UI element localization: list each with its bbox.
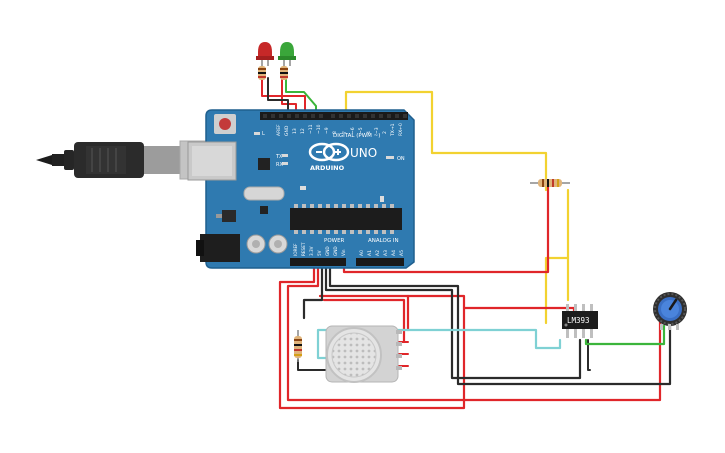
svg-text:5V: 5V	[317, 250, 322, 256]
wire-black-gnd1[interactable]	[324, 264, 582, 380]
svg-text:12: 12	[300, 128, 306, 134]
svg-text:3.3V: 3.3V	[309, 246, 314, 256]
resistor-led-red[interactable]	[258, 66, 266, 80]
wire-yellow-d7[interactable]	[344, 90, 570, 325]
gas-sensor-icon[interactable]	[325, 325, 402, 383]
svg-text:13: 13	[292, 128, 298, 134]
svg-text:GND: GND	[325, 246, 330, 256]
usb-controller-chip	[258, 158, 270, 170]
wire-green-led[interactable]	[285, 77, 317, 114]
led-l-label: L	[262, 131, 265, 137]
voltage-regulator	[222, 210, 236, 222]
wire-black-led[interactable]	[267, 77, 289, 114]
wire-red-led1[interactable]	[261, 79, 306, 114]
analog-header-label: ANALOG IN	[368, 238, 399, 244]
svg-text:A5: A5	[399, 250, 405, 256]
svg-text:A3: A3	[383, 250, 389, 256]
digital-pin-labels: AREF GND 13 12 ~11 ~10 ~9 8 7 ~6 ~5 4 ~3…	[276, 123, 404, 137]
led-on-label: ON	[397, 156, 405, 162]
svg-text:A4: A4	[391, 250, 397, 256]
led-green[interactable]	[278, 42, 296, 66]
svg-text:Vin: Vin	[341, 249, 346, 256]
wire-red-resistor[interactable]	[342, 181, 550, 274]
svg-text:7: 7	[342, 131, 348, 134]
wire-red-5v[interactable]	[278, 264, 466, 410]
pin-label-aref: AREF	[276, 124, 282, 136]
resistor-sensor[interactable]	[294, 330, 302, 362]
atmega-chip	[290, 208, 402, 230]
wire-red-sensor2[interactable]	[322, 298, 406, 344]
reset-button-icon[interactable]	[214, 114, 236, 134]
svg-text:~5: ~5	[358, 127, 364, 134]
arduino-uno-board[interactable]: AREF GND 13 12 ~11 ~10 ~9 8 7 ~6 ~5 4 ~3…	[187, 109, 415, 269]
svg-text:~10: ~10	[316, 124, 322, 134]
svg-text:IOREF: IOREF	[293, 243, 298, 256]
wire-black-resistor-low[interactable]	[297, 359, 327, 371]
svg-text:A1: A1	[367, 250, 373, 256]
resistor-pullup[interactable]	[530, 179, 570, 187]
led-tx-label: TX	[275, 154, 283, 160]
svg-text:~6: ~6	[350, 127, 356, 134]
power-pin-labels: IOREF RESET 3.3V 5V GND GND Vin	[293, 242, 346, 256]
svg-text:4: 4	[366, 131, 372, 134]
potentiometer-knob-icon[interactable]	[653, 292, 687, 330]
svg-text:RESET: RESET	[301, 242, 306, 256]
svg-text:~3: ~3	[374, 127, 380, 134]
comparator-lm393[interactable]: LM393	[562, 304, 598, 338]
wire-black-comp[interactable]	[587, 339, 591, 371]
analog-header[interactable]	[356, 258, 404, 266]
led-rx-label: RX	[276, 162, 283, 168]
svg-text:A0: A0	[359, 250, 365, 256]
led-red[interactable]	[256, 42, 274, 66]
board-brand-label: ARDUINO	[310, 164, 345, 172]
svg-text:TX→1: TX→1	[390, 123, 396, 137]
digital-header-label: DIGITAL (PWM ~)	[333, 133, 380, 139]
wire-green-pot[interactable]	[584, 324, 666, 346]
svg-text:~11: ~11	[308, 124, 314, 134]
wire-red-vcc[interactable]	[462, 306, 576, 318]
wire-red-sensor1[interactable]	[318, 294, 410, 332]
power-header[interactable]	[290, 258, 346, 266]
wire-black-sensor[interactable]	[302, 264, 324, 320]
resistor-led-green[interactable]	[280, 66, 288, 80]
svg-text:8: 8	[332, 131, 338, 134]
svg-text:A2: A2	[375, 250, 381, 256]
svg-text:RX←0: RX←0	[398, 123, 404, 136]
board-model-label: UNO	[350, 146, 377, 160]
comparator-label: LM393	[567, 316, 590, 325]
wire-black-gnd2[interactable]	[328, 264, 672, 386]
svg-text:2: 2	[382, 131, 388, 134]
crystal-oscillator	[243, 186, 285, 201]
arduino-logo-icon	[308, 142, 350, 162]
svg-text:~9: ~9	[324, 127, 330, 134]
analog-pin-labels: A0 A1 A2 A3 A4 A5	[359, 250, 405, 256]
svg-text:GND: GND	[333, 246, 338, 256]
power-header-label: POWER	[324, 238, 345, 244]
pin-label-gnd: GND	[284, 125, 290, 136]
